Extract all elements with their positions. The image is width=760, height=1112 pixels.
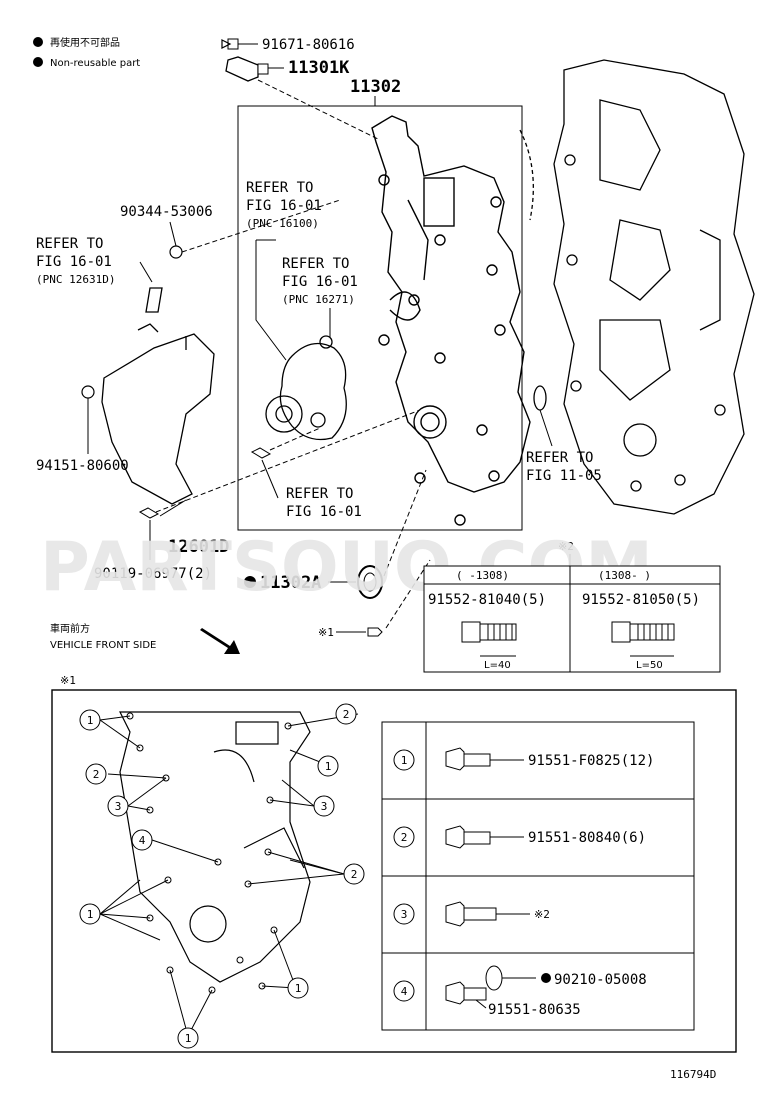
detail-row-4-num: 4 [401,985,408,998]
non-reusable-dot-icon [244,576,256,588]
ref2-line1[interactable]: REFER TO [282,256,349,272]
bubble-label: 2 [93,768,100,781]
ref5-line1[interactable]: REFER TO [526,450,593,466]
ref4-line1[interactable]: REFER TO [286,486,353,502]
ref1-line2[interactable]: FIG 16-01 [246,198,322,214]
non-reusable-dot-icon [33,57,43,67]
bubble-label: 1 [87,908,94,921]
bolt-hole-markers [126,712,292,994]
ref1-line1[interactable]: REFER TO [246,180,313,196]
detail-row-3-part[interactable]: ※2 [534,908,550,921]
part-label-bolt-bottom[interactable]: 90119-06977(2) [94,566,212,582]
part-label-cover[interactable]: 11302 [350,77,401,97]
direction-en: VEHICLE FRONT SIDE [50,640,156,651]
bolt-table-length-2: L=50 [636,660,663,671]
part-label-seal[interactable]: 11302A [260,573,321,593]
water-pump-drawing [265,335,347,441]
bolt-icon [461,621,517,643]
legend-en: Non-reusable part [50,58,140,69]
bubble-label: 3 [115,800,122,813]
bolt-icon [445,981,487,1005]
detail-row-3-num: 3 [401,908,408,921]
direction-arrow-icon [200,628,240,654]
detail-row-2-part[interactable]: 91551-80840(6) [528,830,646,846]
detail-row-1-num: 1 [401,754,408,767]
ref2-line2[interactable]: FIG 16-01 [282,274,358,290]
bubble-label: 1 [185,1032,192,1045]
bolt-table-part-2[interactable]: 91552-81050(5) [582,592,700,608]
bolt-length-table: ( -1308) (1308- ) 91552-81040(5) 91552-8… [423,565,721,673]
detail-frame [51,689,737,1053]
callout-bubbles: 1 2 1 2 3 3 4 2 1 1 1 [79,703,365,1049]
bubble-label: 1 [87,714,94,727]
detail-row-1-part[interactable]: 91551-F0825(12) [528,753,654,769]
detail-note-mark-1: ※1 [60,674,76,687]
cover-group-frame [237,105,523,531]
engine-block-drawing [519,59,755,515]
bolt-icon [611,621,675,643]
ref2-line3: (PNC 16271) [282,293,355,306]
part-label-cover-left[interactable]: 12601D [168,537,229,557]
detail-bolt-table: 1 2 3 4 91551-F0825(12) 91551-80840(6) ※… [381,721,695,1031]
part-label-bolt-left[interactable]: 94151-80600 [36,458,129,474]
bubble-label: 2 [343,708,350,721]
ref3-line2[interactable]: FIG 16-01 [36,254,112,270]
detail-row-2-num: 2 [401,831,408,844]
part-bolt-top[interactable]: 91671-80616 [221,37,355,53]
non-reusable-dot-icon [33,37,43,47]
figure-id: 116794D [670,1068,716,1081]
part-label-plug[interactable]: 90344-53006 [120,204,213,220]
bubble-label: 1 [295,982,302,995]
note-mark-2-label: ※2 [558,540,574,553]
bubble-label: 1 [325,760,332,773]
ref4-line2[interactable]: FIG 16-01 [286,504,362,520]
part-label-bolt-top[interactable]: 91671-80616 [262,37,355,53]
gasket-cover-drawing [101,287,215,505]
leader-lines [99,713,359,1037]
bolt-table-header-2: (1308- ) [598,569,651,582]
part-label-sensor[interactable]: 11301K [288,58,350,78]
legend: 再使用不可部品 Non-reusable part [33,36,140,69]
ref5-line2[interactable]: FIG 11-05 [526,468,602,484]
ref3-line3: (PNC 12631D) [36,273,115,286]
note-mark-1-label: ※1 [318,626,334,639]
bolt-icon [445,825,491,849]
washer-icon [485,965,503,991]
bolt-table-length-1: L=40 [484,660,511,671]
direction-jp: 車両前方 [50,622,90,635]
bubble-label: 3 [321,800,328,813]
bolt-table-header-1: ( -1308) [456,569,509,582]
ref1-line3: (PNC 16100) [246,217,319,230]
part-sensor[interactable]: 11301K [225,56,350,82]
ref3-line1[interactable]: REFER TO [36,236,103,252]
bolt-icon [445,901,497,927]
detail-row-4-part[interactable]: 91551-80635 [488,1002,581,1018]
legend-jp: 再使用不可部品 [50,36,120,49]
detail-row-4-washer[interactable]: 90210-05008 [554,972,647,988]
non-reusable-dot-icon [541,973,551,983]
timing-cover-drawing [371,115,531,526]
bubble-label: 4 [139,834,146,847]
bolt-table-part-1[interactable]: 91552-81040(5) [428,592,546,608]
bubble-label: 2 [351,868,358,881]
